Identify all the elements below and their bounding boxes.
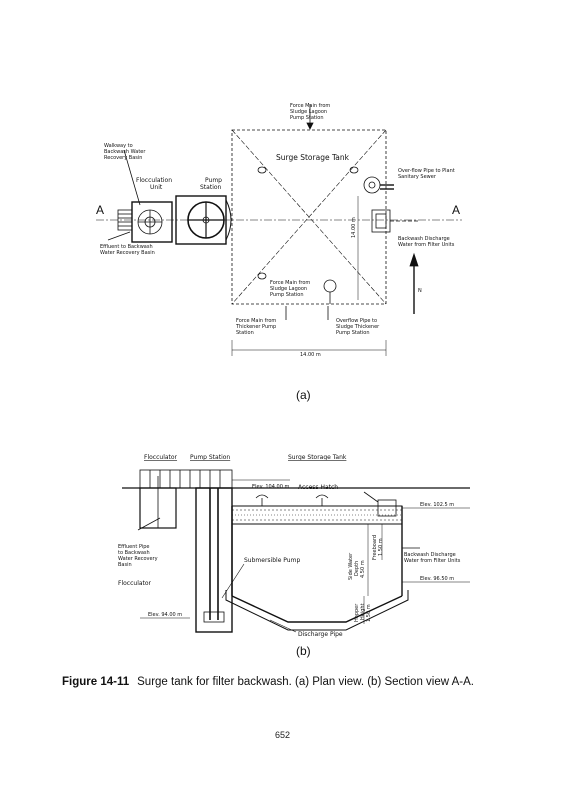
freeboard-1: Freeboard (372, 535, 378, 560)
force-main-top-1: Force Main from (290, 103, 330, 109)
overflow-thickener-2: Sludge Thickener (336, 324, 380, 330)
flocculation-label-2: Unit (150, 184, 163, 191)
force-main-thickener-3: Station (236, 330, 254, 336)
section-pump-station: Pump Station (190, 454, 230, 461)
flocculation-label-1: Flocculation (136, 177, 172, 184)
section-elev-104: Elev. 104.00 m (252, 484, 289, 490)
side-water-3: 4.50 m (360, 560, 366, 578)
section-mark-right: A (452, 203, 460, 217)
section-elev-9650: Elev. 96.50 m (420, 576, 454, 582)
backwash-discharge-1: Backwash Discharge (398, 236, 450, 242)
section-effluent-1: Effluent Pipe (118, 544, 150, 550)
section-effluent-4: Basin (118, 562, 132, 568)
hopper-2: Height (360, 603, 366, 620)
section-surge-tank: Surge Storage Tank (288, 454, 347, 461)
backwash-discharge-2: Water from Filter Units (398, 242, 455, 248)
overflow-sewer-2: Sanitary Sewer (398, 174, 437, 180)
hopper-1: Hopper (354, 603, 360, 622)
section-pump-wet-well (195, 487, 233, 633)
pump-label-2: Station (200, 184, 222, 191)
plan-dim-side: 14.00 m (351, 217, 357, 238)
section-view-label: (b) (296, 644, 311, 658)
overflow-thickener-1: Overflow Pipe to (336, 318, 377, 324)
section-flocculator-top: Flocculator (144, 454, 178, 461)
side-water-2: Depth (354, 561, 360, 576)
plan-pump-station (175, 195, 227, 245)
force-main-mid-1: Force Main from (270, 280, 310, 286)
force-main-mid-2: Sludge Lagoon (270, 286, 307, 292)
hopper-3: 1.50 m (366, 604, 372, 622)
section-backwash-2: Water from Filter Units (404, 558, 461, 564)
plan-surge-tank-label: Surge Storage Tank (276, 153, 350, 162)
section-effluent-2: to Backwash (118, 550, 150, 556)
section-elev-9400: Elev. 94.00 m (148, 612, 182, 618)
force-main-top-3: Pump Station (290, 115, 324, 121)
plan-view-label: (a) (296, 388, 311, 402)
side-water-1: Side Water (348, 552, 354, 580)
figure-number: Figure 14-11 (62, 676, 130, 688)
section-mark-left: A (96, 203, 104, 217)
walkway-label-1: Walkway to (104, 143, 133, 149)
north-label: N (418, 288, 422, 294)
walkway-label-3: Recovery Basin (104, 155, 142, 161)
plan-dim-bottom: 14.00 m (300, 352, 321, 358)
pump-label-1: Pump (205, 177, 222, 184)
effluent-label-1: Effluent to Backwash (100, 244, 153, 250)
section-access-hatch: Access Hatch (298, 484, 338, 491)
figure-caption: Figure 14-11 Surge tank for filter backwa… (62, 676, 542, 688)
figure-caption-text: Surge tank for filter backwash. (a) Plan… (137, 676, 474, 688)
effluent-label-2: Water Recovery Basin (100, 250, 155, 256)
section-discharge-pipe: Discharge Pipe (298, 631, 343, 638)
section-submersible: Submersible Pump (244, 557, 300, 564)
section-flocculator-structure (139, 469, 233, 489)
force-main-thickener-1: Force Main from (236, 318, 276, 324)
overflow-thickener-3: Pump Station (336, 330, 370, 336)
section-effluent-3: Water Recovery (118, 556, 158, 562)
walkway-label-2: Backwash Water (104, 149, 146, 155)
section-flocculator-side: Flocculator (118, 580, 152, 587)
force-main-top-2: Sludge Lagoon (290, 109, 327, 115)
page-number: 652 (274, 730, 291, 740)
freeboard-2: 1.50 m (378, 538, 384, 556)
section-backwash-1: Backwash Discharge (404, 552, 456, 558)
section-elev-102: Elev. 102.5 m (420, 502, 454, 508)
overflow-sewer-1: Over-flow Pipe to Plant (398, 168, 455, 174)
section-hopper (231, 595, 403, 623)
force-main-mid-3: Pump Station (270, 292, 304, 298)
force-main-thickener-2: Thickener Pump (235, 324, 276, 330)
